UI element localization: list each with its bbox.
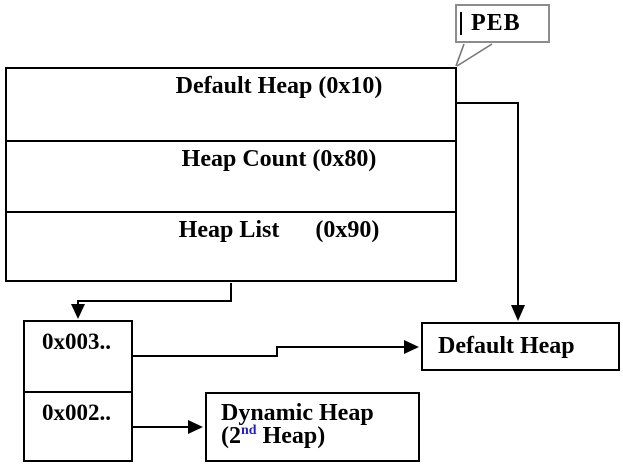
peb-callout-label: PEB	[471, 10, 521, 36]
dynamic-heap-line2-pre: (2	[221, 423, 241, 449]
arrowhead-right-default-heap	[404, 340, 419, 354]
peb-callout: PEB	[455, 4, 550, 43]
default-heap-box-label: Default Heap	[438, 333, 575, 359]
text-cursor-mark	[460, 12, 462, 35]
arrow-peb-to-heap-list-table	[71, 283, 232, 319]
callout-tail	[455, 43, 493, 67]
heap-pointer-cell-0x003: 0x003..	[42, 329, 111, 354]
peb-structure-table: Default Heap (0x10) Heap Count (0x80) He…	[5, 67, 457, 282]
arrow-peb-to-default-heap	[457, 102, 525, 321]
peb-row-heap-count-label: Heap Count (0x80)	[181, 146, 377, 172]
heap-pointer-cell-0x002: 0x002..	[25, 391, 131, 460]
heap-list-pointer-table: 0x003.. 0x002..	[23, 320, 133, 462]
peb-row-heap-count: Heap Count (0x80)	[7, 140, 455, 211]
dynamic-heap-line2-post: Heap)	[256, 423, 326, 449]
arrowhead-down-default-heap	[511, 305, 525, 321]
dynamic-heap-superscript: nd	[241, 423, 257, 438]
arrowhead-right-dynamic-heap	[188, 420, 203, 434]
default-heap-box: Default Heap	[421, 322, 620, 371]
peb-row-heap-list: Heap List (0x90)	[7, 211, 455, 282]
arrow-0x002-to-dynamic-heap	[133, 420, 203, 434]
dynamic-heap-box: Dynamic Heap (2nd Heap)	[205, 392, 420, 462]
peb-row-heap-list-label: Heap List (0x90)	[178, 217, 380, 243]
dynamic-heap-line1: Dynamic Heap	[221, 400, 374, 426]
arrowhead-down-heap-list	[71, 304, 85, 319]
dynamic-heap-line2: (2nd Heap)	[221, 423, 418, 449]
peb-row-default-heap: Default Heap (0x10)	[7, 69, 455, 140]
arrow-0x003-to-default-heap	[133, 340, 419, 357]
peb-row-default-heap-label: Default Heap (0x10)	[175, 73, 383, 99]
